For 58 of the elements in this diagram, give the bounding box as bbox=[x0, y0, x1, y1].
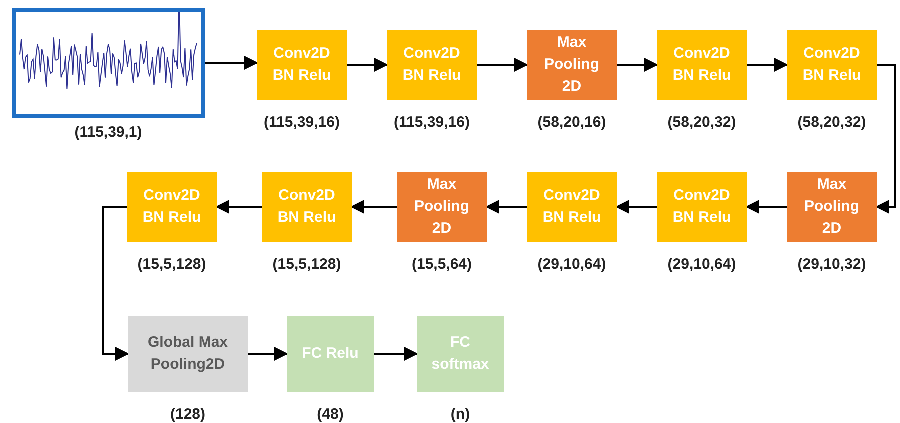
layer-label: Conv2D BN Relu bbox=[272, 44, 332, 86]
layer-box bbox=[397, 172, 487, 242]
layer-label: Global Max Pooling2D bbox=[146, 333, 230, 375]
arrow bbox=[248, 347, 288, 361]
dimension-label: (115,39,1) bbox=[74, 124, 142, 141]
layer-box bbox=[287, 316, 374, 392]
layer-box bbox=[127, 172, 217, 242]
dimension-label: (58,20,32) bbox=[798, 114, 866, 131]
layer-box bbox=[527, 30, 617, 100]
dimension-label: (15,5,128) bbox=[272, 256, 342, 273]
dimension-label: (15,5,128) bbox=[138, 256, 206, 273]
arrow bbox=[350, 200, 397, 214]
arrow bbox=[616, 200, 657, 214]
layer-label: FC Relu bbox=[302, 344, 359, 364]
dimension-label: (29,10,64) bbox=[538, 256, 606, 273]
layer-label: Conv2D BN Relu bbox=[542, 186, 602, 228]
arrow bbox=[477, 58, 528, 72]
layer-box bbox=[128, 316, 248, 392]
layer-label: Conv2D BN Relu bbox=[402, 44, 462, 86]
layer-label: Conv2D BN Relu bbox=[142, 186, 202, 228]
arrow bbox=[747, 58, 788, 72]
dimension-label: (48) bbox=[317, 406, 344, 423]
layer-box bbox=[262, 172, 352, 242]
layer-label: Max Pooling 2D bbox=[804, 175, 860, 239]
layer-box bbox=[787, 30, 877, 100]
layer-label: Max Pooling 2D bbox=[544, 33, 600, 97]
arrow bbox=[205, 56, 258, 70]
layer-label: Conv2D BN Relu bbox=[802, 44, 862, 86]
arrow bbox=[216, 200, 262, 214]
arrow bbox=[374, 347, 418, 361]
layer-box bbox=[387, 30, 477, 100]
dimension-label: (29,10,64) bbox=[668, 256, 736, 273]
dimension-label: (58,20,32) bbox=[668, 114, 736, 131]
arrow bbox=[876, 64, 896, 214]
arrow bbox=[347, 58, 388, 72]
arrow bbox=[486, 200, 527, 214]
layer-label: Conv2D BN Relu bbox=[672, 186, 732, 228]
dimension-label: (58,20,16) bbox=[538, 114, 606, 131]
layer-label: Conv2D BN Relu bbox=[672, 44, 732, 86]
arrow bbox=[746, 200, 787, 214]
layer-box bbox=[257, 30, 347, 100]
dimension-label: (n) bbox=[450, 406, 470, 423]
layer-box bbox=[787, 172, 877, 242]
signal-plot-frame bbox=[12, 8, 205, 118]
dimension-label: (15,5,64) bbox=[412, 256, 472, 273]
dimension-label: (115,39,16) bbox=[264, 114, 340, 131]
layer-box bbox=[657, 172, 747, 242]
layer-label: Conv2D BN Relu bbox=[276, 186, 338, 228]
dimension-label: (29,10,32) bbox=[798, 256, 866, 273]
dimension-label: (115,39,16) bbox=[394, 114, 470, 131]
arrow bbox=[102, 206, 130, 361]
layer-box bbox=[657, 30, 747, 100]
dimension-label: (128) bbox=[170, 406, 206, 423]
layer-box bbox=[417, 316, 504, 392]
arrow bbox=[617, 58, 658, 72]
layer-label: Max Pooling 2D bbox=[414, 175, 470, 239]
layer-box bbox=[527, 172, 617, 242]
layer-label: FC softmax bbox=[430, 333, 490, 375]
